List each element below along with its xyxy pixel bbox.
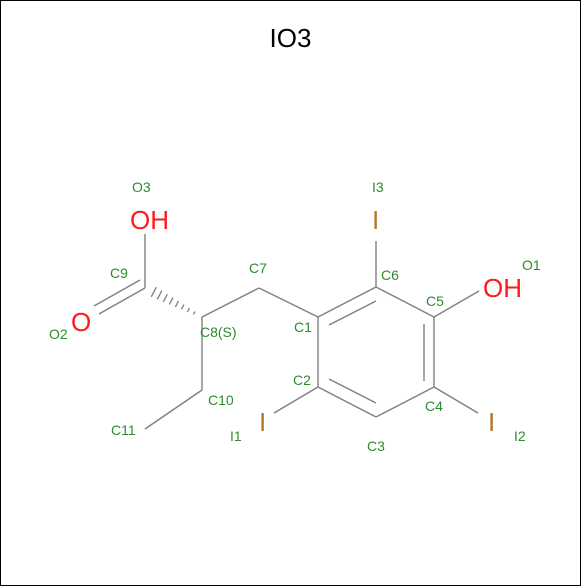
atom-label-i3: I3 (372, 179, 384, 195)
atom-label-c8: C8(S) (200, 324, 237, 340)
bond-c9-o2-a (98, 287, 146, 315)
atom-label-c3: C3 (367, 438, 385, 454)
bond-c3-c2-inner (328, 378, 377, 404)
bond-c5-o1 (433, 290, 480, 318)
bond-c6-c5 (375, 286, 435, 318)
atom-label-c11: C11 (111, 422, 136, 438)
bond-c10-c11 (144, 389, 203, 430)
hash-wedge-segment (156, 290, 163, 300)
atom-label-c4: C4 (425, 398, 443, 414)
atom-label-o1: O1 (522, 257, 541, 273)
bond-c2-i1 (273, 386, 319, 414)
element-label-iodine-i3: I (372, 205, 379, 235)
bond-c4-i2 (433, 386, 479, 414)
atom-label-i2: I2 (514, 428, 526, 444)
atom-label-c6: C6 (381, 267, 399, 283)
hash-wedge-segment (168, 297, 174, 305)
bond-c7-c1 (258, 287, 319, 318)
bond-c1-c6 (317, 286, 377, 318)
atom-label-o2: O2 (49, 326, 68, 342)
bond-c8-c7 (201, 287, 260, 318)
bond-c1-c6-inner (328, 300, 377, 326)
hash-wedge-segment (174, 300, 179, 308)
atom-label-c1: C1 (294, 319, 312, 335)
molecule-title: IO3 (269, 23, 312, 53)
hash-wedge-segment (192, 311, 196, 315)
element-label-o-carbonyl: O (71, 307, 91, 337)
atom-label-c10: C10 (208, 392, 234, 408)
atom-label-c2: C2 (293, 372, 311, 388)
element-label-oh-phenol: OH (483, 273, 522, 303)
atom-label-c5: C5 (426, 293, 444, 309)
element-label-iodine-i2: I (488, 407, 495, 437)
hash-wedge-segment (150, 286, 157, 298)
hash-wedge-segment (162, 293, 168, 303)
atom-label-o3: O3 (132, 179, 151, 195)
bond-c9-o2-b (93, 279, 141, 307)
bond-c4-c3 (375, 386, 435, 418)
element-label-oh-carboxyl: OH (130, 205, 169, 235)
bond-c3-c2 (317, 386, 377, 418)
atom-label-i1: I1 (230, 428, 242, 444)
hash-wedge-segment (186, 307, 190, 313)
hash-wedge-segment (180, 304, 185, 310)
atom-label-c7: C7 (249, 260, 267, 276)
hashed-wedge-bond-c8-c9 (150, 286, 196, 315)
element-label-iodine-i1: I (259, 407, 266, 437)
atom-label-c9: C9 (110, 265, 128, 281)
